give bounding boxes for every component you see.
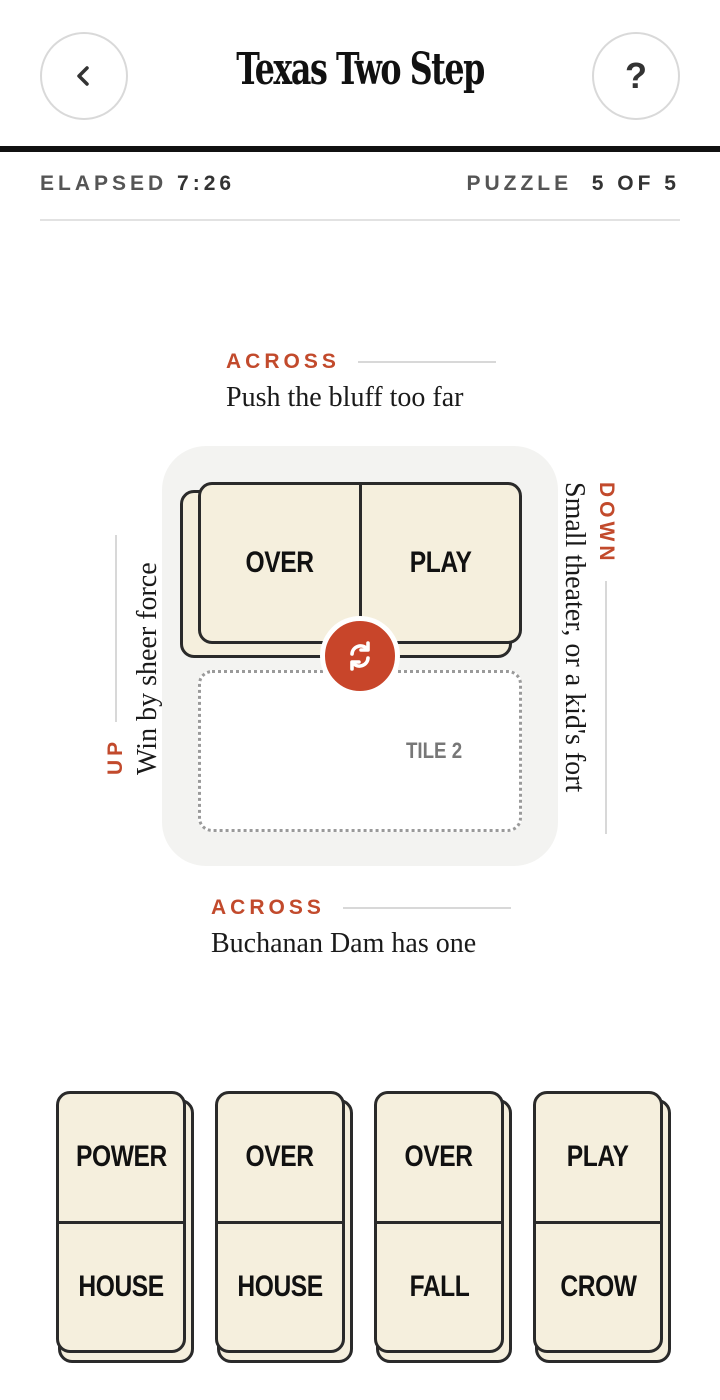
clue-direction: ACROSS xyxy=(211,896,325,919)
puzzle-value: 5 OF 5 xyxy=(591,172,680,195)
clue-text: Win by sheer force xyxy=(132,562,163,775)
tray-tile[interactable]: OVER HOUSE xyxy=(215,1091,353,1363)
tile-face: POWER HOUSE xyxy=(56,1091,186,1353)
back-button[interactable] xyxy=(40,32,128,120)
tile-half-bottom: CROW xyxy=(536,1220,660,1351)
clue-across-bottom: ACROSS Buchanan Dam has one xyxy=(211,896,511,960)
slot-label: TILE 2 xyxy=(406,738,463,763)
tile-word: PLAY xyxy=(409,546,472,579)
empty-tile-slot[interactable] xyxy=(198,670,522,832)
clue-text: Small theater, or a kid's fort xyxy=(559,482,590,793)
clue-across-top: ACROSS Push the bluff too far xyxy=(226,350,496,414)
tile-half-right: PLAY xyxy=(358,485,520,641)
tile-face: OVER FALL xyxy=(374,1091,504,1353)
chevron-left-icon xyxy=(77,66,89,86)
tile-word: OVER xyxy=(245,1140,315,1174)
clue-direction: DOWN xyxy=(595,482,618,565)
tile-word: CROW xyxy=(559,1269,637,1303)
tile-half-bottom: HOUSE xyxy=(59,1220,183,1351)
tile-half-top: OVER xyxy=(377,1094,501,1221)
tile-word: POWER xyxy=(75,1140,167,1174)
tile-half-top: OVER xyxy=(218,1094,342,1221)
clue-direction: UP xyxy=(104,737,127,775)
tray-tile[interactable]: POWER HOUSE xyxy=(56,1091,194,1363)
tile-half-bottom: FALL xyxy=(377,1220,501,1351)
puzzle-label: PUZZLE xyxy=(466,172,573,195)
clue-direction: ACROSS xyxy=(226,350,340,373)
tile-word: HOUSE xyxy=(78,1269,164,1303)
page-title: Texas Two Step xyxy=(236,44,485,95)
elapsed-label: ELAPSED xyxy=(40,172,168,195)
tile-word: HOUSE xyxy=(237,1269,323,1303)
tile-half-top: POWER xyxy=(59,1094,183,1221)
clue-rule xyxy=(357,361,496,363)
tile-word: OVER xyxy=(245,546,314,579)
question-icon: ? xyxy=(625,55,647,96)
clue-rule xyxy=(605,580,607,834)
tile-half-left: OVER xyxy=(201,485,359,641)
puzzle-counter: PUZZLE 5 OF 5 xyxy=(466,172,680,196)
tile-word: OVER xyxy=(404,1140,474,1174)
tile-face: OVER HOUSE xyxy=(215,1091,345,1353)
header-divider xyxy=(0,146,720,152)
tray-tile[interactable]: PLAY CROW xyxy=(533,1091,671,1363)
clue-text: Buchanan Dam has one xyxy=(211,928,477,959)
tile-half-top: PLAY xyxy=(536,1094,660,1221)
rotate-button[interactable] xyxy=(320,616,400,696)
tray-tile[interactable]: OVER FALL xyxy=(374,1091,512,1363)
status-divider xyxy=(40,219,680,221)
rotate-icon xyxy=(350,641,370,671)
tile-half-bottom: HOUSE xyxy=(218,1220,342,1351)
clue-text: Push the bluff too far xyxy=(226,382,464,413)
clue-rule xyxy=(342,907,511,909)
tile-word: PLAY xyxy=(567,1140,629,1174)
elapsed-timer: ELAPSED 7:26 xyxy=(40,172,235,196)
elapsed-value: 7:26 xyxy=(177,172,236,195)
tile-face: PLAY CROW xyxy=(533,1091,663,1353)
tile-word: FALL xyxy=(409,1269,469,1303)
clue-rule xyxy=(115,535,117,722)
help-button[interactable]: ? xyxy=(592,32,680,120)
